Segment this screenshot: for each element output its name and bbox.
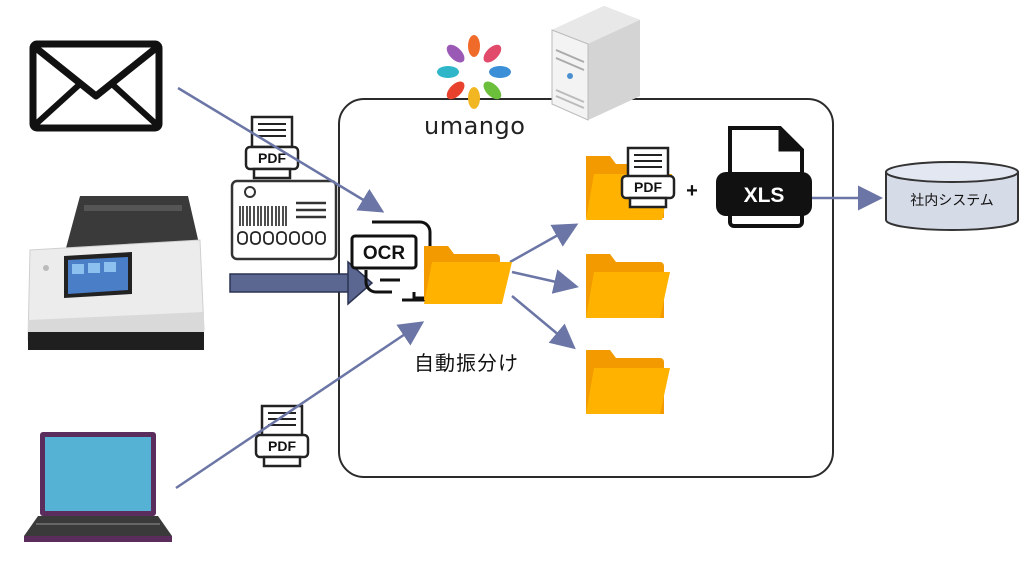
laptop-flow-arrow [175, 321, 425, 490]
pdf-label: PDF [268, 438, 296, 454]
database-icon: 社内システム [885, 161, 1019, 231]
pdf-document-icon: PDF [254, 404, 310, 468]
auto-sort-label: 自動振分け [414, 351, 519, 375]
plus-sign: + [686, 180, 698, 202]
server-icon [551, 6, 640, 121]
umango-logo-icon [437, 35, 511, 109]
folder-icon [586, 350, 670, 414]
laptop-icon [24, 432, 172, 542]
ocr-icon: OCR [350, 220, 432, 302]
scanner-icon [27, 196, 205, 350]
sort-arrow-top [509, 223, 579, 264]
xls-label: XLS [744, 184, 785, 207]
database-label: 社内システム [910, 193, 994, 209]
sort-arrow-bottom [511, 295, 576, 350]
pdf-label: PDF [634, 179, 662, 195]
folder-icon [424, 246, 512, 304]
folder-icon [586, 254, 670, 318]
id-card-icon [230, 179, 338, 261]
scanner-flow-arrow [229, 260, 374, 306]
envelope-icon [29, 40, 163, 132]
umango-logo-text: umango [424, 112, 526, 140]
xls-file-icon: XLS [716, 126, 812, 228]
ocr-label: OCR [363, 243, 406, 264]
pdf-label: PDF [258, 150, 286, 166]
pdf-document-icon: PDF [620, 146, 676, 209]
sort-arrow-middle [511, 269, 579, 294]
pdf-document-icon: PDF [244, 115, 300, 180]
email-flow-arrow [177, 86, 385, 213]
